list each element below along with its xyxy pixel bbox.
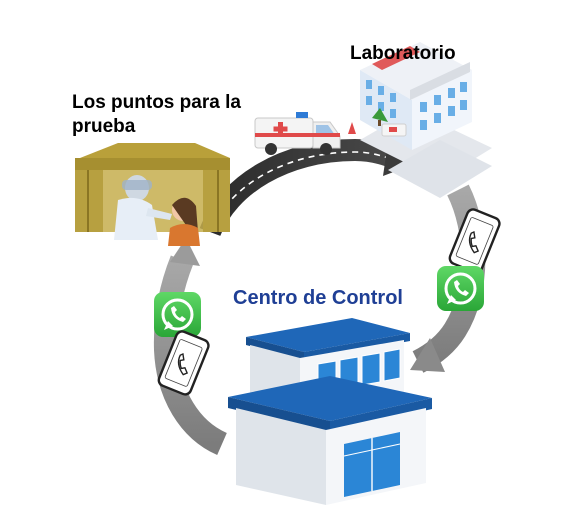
hospital-icon: [348, 42, 492, 198]
laboratory-label: Laboratorio: [350, 43, 456, 64]
road-arrow-to-lab: [199, 138, 412, 237]
testing-points-label: Los puntos para la prueba: [72, 92, 241, 137]
whatsapp-icon: [154, 292, 201, 337]
whatsapp-icon: [437, 266, 484, 311]
control-center-label: Centro de Control: [233, 287, 403, 309]
ambulance-icon: [254, 112, 341, 155]
testing-tent-icon: [75, 143, 230, 246]
phone-icon: [157, 330, 210, 396]
phone-icon: [448, 208, 501, 274]
control-building-icon: [228, 318, 432, 505]
arrow-control-to-testing: [153, 238, 228, 455]
